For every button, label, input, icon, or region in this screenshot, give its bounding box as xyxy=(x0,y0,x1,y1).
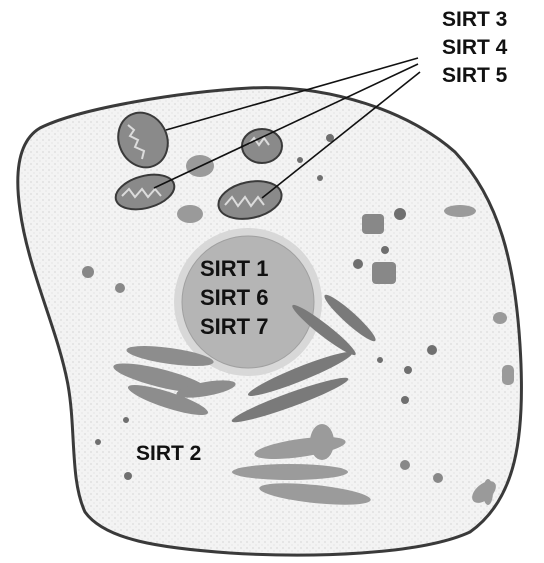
label-sirt4: SIRT 4 xyxy=(442,36,508,59)
label-sirt2: SIRT 2 xyxy=(136,442,201,465)
label-sirt7: SIRT 7 xyxy=(200,314,268,339)
label-sirt1: SIRT 1 xyxy=(200,256,268,281)
mitochondrion-small-2 xyxy=(177,205,203,223)
label-sirt5: SIRT 5 xyxy=(442,64,508,87)
label-sirt3: SIRT 3 xyxy=(442,8,507,31)
mitochondrion-3 xyxy=(242,129,282,163)
label-sirt6: SIRT 6 xyxy=(200,285,268,310)
